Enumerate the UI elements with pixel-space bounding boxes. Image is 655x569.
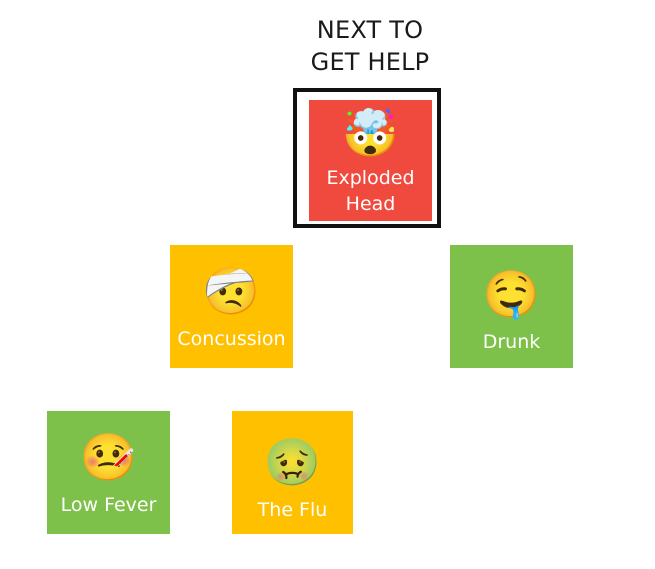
tile-label: Low Fever	[60, 493, 157, 516]
bandaged-head-icon: 🤕	[202, 263, 261, 318]
tile-label: Drunk	[482, 330, 541, 353]
tile-label: Concussion	[177, 327, 286, 350]
next-patient-highlight-frame	[293, 88, 441, 228]
patient-tile-drunk[interactable]: 🤤 Drunk	[450, 245, 573, 368]
patient-tile-the-flu[interactable]: 🤢 The Flu	[232, 411, 353, 534]
nauseated-face-icon: 🤢	[263, 434, 322, 489]
tile-label: The Flu	[257, 498, 328, 521]
heading-line-2: GET HELP	[310, 48, 430, 76]
next-to-get-help-heading: NEXT TO GET HELP	[270, 14, 470, 78]
exploding-head-icon: 🤯	[341, 105, 400, 160]
patient-tile-exploded-head[interactable]: 🤯 Exploded Head	[309, 100, 432, 221]
drooling-face-icon: 🤤	[482, 266, 541, 321]
thermometer-face-icon: 🤒	[79, 429, 138, 484]
patient-tile-low-fever[interactable]: 🤒 Low Fever	[47, 411, 170, 534]
tile-label: Exploded Head	[326, 166, 415, 215]
patient-tile-concussion[interactable]: 🤕 Concussion	[170, 245, 293, 368]
heading-line-1: NEXT TO	[316, 16, 424, 44]
